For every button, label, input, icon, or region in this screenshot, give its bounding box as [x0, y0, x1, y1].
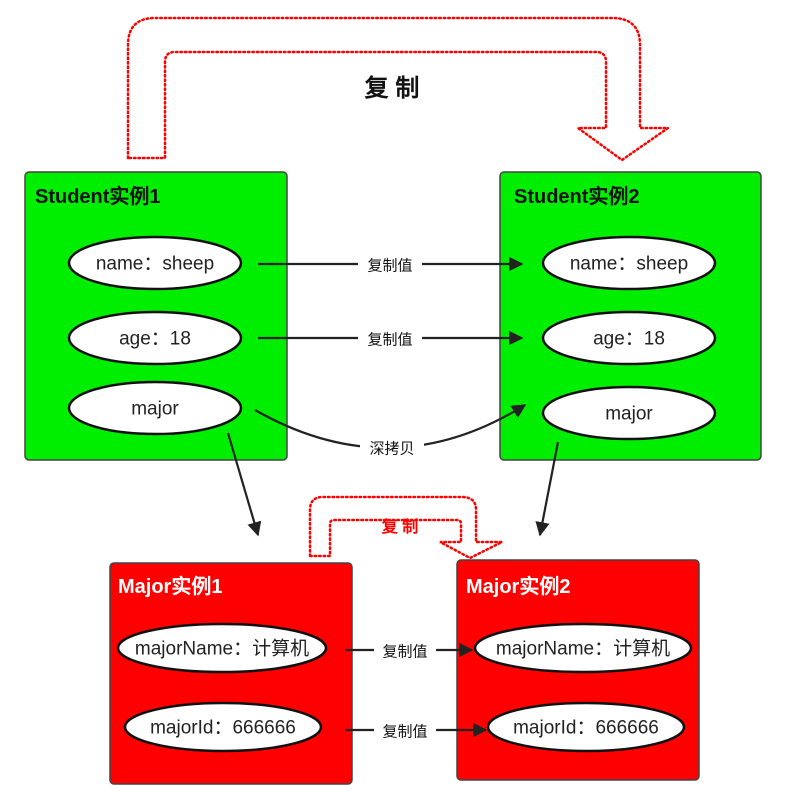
- mid-copy-arrow-shape: [308, 495, 503, 560]
- student2-major-field: [541, 385, 717, 441]
- student1-name-field: [67, 235, 243, 291]
- student-field-arrows: 复制值 复制值 深拷贝: [226, 254, 560, 537]
- student1-age-field: [67, 310, 243, 366]
- top-copy-arrow: 复 制: [126, 16, 672, 162]
- student1-major-text: major: [131, 399, 179, 420]
- student2-to-major2-arrow: [535, 441, 560, 537]
- student2-name-field: [541, 235, 717, 291]
- major1-name-field: [116, 622, 328, 674]
- student1-major-field: [67, 380, 243, 436]
- major-name-copy-label-bg: [374, 640, 436, 662]
- student2-major-text: major: [605, 404, 653, 425]
- name-copy-label: 复制值: [367, 257, 412, 275]
- major2-id-field: [486, 701, 686, 753]
- mid-copy-label: 复 制: [381, 517, 418, 536]
- major-name-copy-label: 复制值: [382, 643, 427, 661]
- student-instance-2: Student实例2 name：sheep age：18 major: [499, 171, 762, 461]
- major-field-arrows: 复制值 复制值: [345, 640, 488, 742]
- student2-age-field: [541, 310, 717, 366]
- major-deep-copy-label: 深拷贝: [369, 441, 414, 458]
- major2-id-text: majorId：666666: [513, 718, 659, 739]
- student-instance-1-title: Student实例1: [35, 184, 161, 208]
- top-copy-arrow-shape: [126, 16, 672, 162]
- student-instance-2-title: Student实例2: [514, 184, 640, 208]
- age-copy-label: 复制值: [367, 331, 412, 349]
- major1-id-text: majorId：666666: [150, 718, 296, 739]
- major-instance-2-title: Major实例2: [466, 574, 570, 598]
- name-copy-label-bg: [358, 254, 422, 276]
- student-instance-1: Student实例1 name：sheep age：18 major: [24, 171, 288, 461]
- major1-id-field: [123, 701, 323, 753]
- student1-to-major1-arrow: [226, 432, 262, 537]
- age-copy-label-bg: [358, 328, 422, 350]
- major-id-copy-label-bg: [374, 720, 436, 742]
- major-id-copy-label: 复制值: [382, 723, 427, 741]
- major2-name-field: [473, 622, 693, 674]
- major-instance-2: Major实例2 majorName：计算机 majorId：666666: [456, 559, 700, 781]
- mid-copy-arrow: 复 制: [308, 495, 503, 560]
- top-copy-label: 复 制: [364, 75, 420, 102]
- major-deep-copy-label-bg: [360, 437, 424, 459]
- major1-name-text: majorName：计算机: [135, 638, 309, 660]
- major-instance-1: Major实例1 majorName：计算机 majorId：666666: [109, 562, 353, 785]
- student1-name-text: name：sheep: [96, 254, 214, 275]
- major-instance-1-title: Major实例1: [118, 574, 222, 598]
- student2-age-text: age：18: [593, 329, 665, 350]
- major2-name-text: majorName：计算机: [496, 638, 670, 660]
- student2-name-text: name：sheep: [570, 254, 688, 275]
- student1-age-text: age：18: [119, 329, 191, 350]
